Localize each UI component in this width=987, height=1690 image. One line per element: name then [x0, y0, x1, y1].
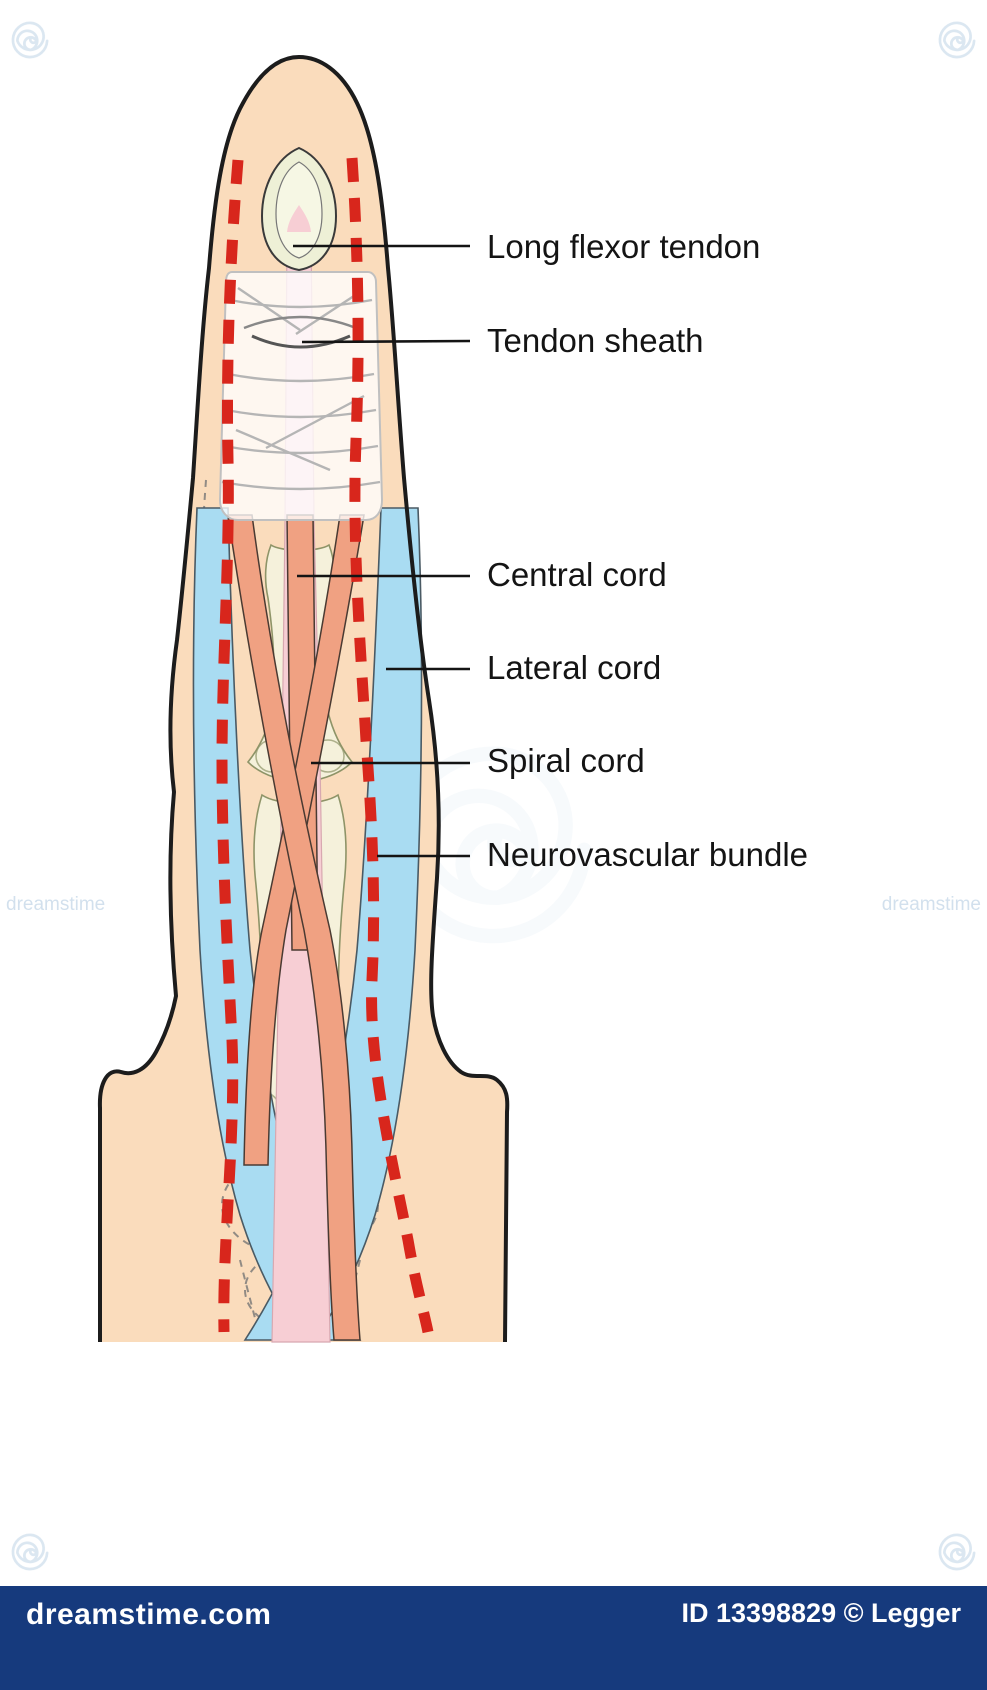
- label-lateral-cord: Lateral cord: [487, 649, 662, 686]
- cords-salmon: [227, 514, 365, 1341]
- watermark-bar: dreamstime.com ID 13398829 © Legger: [0, 1586, 987, 1690]
- watermark-brand: dreamstime.com: [26, 1598, 272, 1631]
- leader-lines: [293, 244, 471, 858]
- leader-line-tendon-sheath: [301, 339, 471, 344]
- label-spiral-cord: Spiral cord: [487, 742, 645, 779]
- label-neurovascular-bundle: Neurovascular bundle: [487, 836, 809, 873]
- distal-phalanx: [260, 146, 338, 272]
- label-tendon-sheath: Tendon sheath: [487, 322, 704, 359]
- finger-outline-stroke: [97, 54, 510, 1343]
- label-central-cord: Central cord: [487, 556, 667, 593]
- spiral-cord-left-to-right: [227, 514, 361, 1341]
- label-long-flexor-tendon: Long flexor tendon: [487, 228, 761, 265]
- lateral-cord-right: [243, 507, 423, 1341]
- watermark-edge-text-left: dreamstime: [6, 894, 105, 915]
- neurovascular-bundles: [216, 157, 434, 1334]
- watermark-edge-text-right: dreamstime: [882, 894, 981, 915]
- neurovascular-bundle-left: [216, 159, 244, 1333]
- neurovascular-bundle-right: [346, 157, 434, 1334]
- watermark-id: ID 13398829 © Legger: [681, 1598, 961, 1628]
